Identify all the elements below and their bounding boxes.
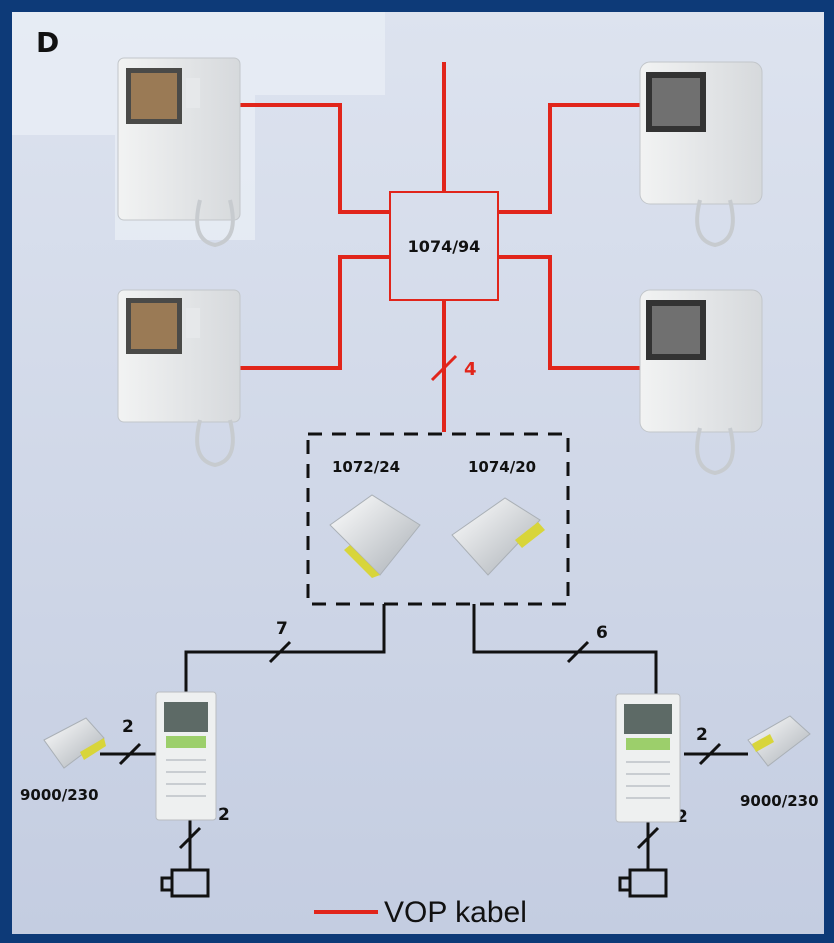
power-supply-a [329,494,421,578]
right-camera-slash [636,826,660,850]
riser-wire-count: 4 [464,359,477,380]
right-camera-wire-count: 2 [676,807,688,827]
bus-cable-right [472,604,658,694]
power-supply-b-label: 1074/20 [468,458,536,476]
riser-slash [430,354,458,382]
monitor-bottom-right [639,289,763,476]
power-supply-b [451,497,545,576]
vop-cable-bottom-right [498,255,640,370]
left-psu-wire-count: 2 [122,717,134,737]
vop-cable-top-left [238,103,390,214]
legend: VOP kabel [314,896,527,929]
left-camera-slash [178,826,202,850]
camera-right [618,868,668,898]
bus-cable-left [184,604,386,692]
left-branch-wire-count: 7 [276,619,288,639]
camera-left [160,868,210,898]
vop-cables [238,62,640,432]
right-branch-wire-count: 6 [596,623,608,643]
monitor-top-left [117,57,241,248]
distributor-label: 1074/94 [408,237,481,256]
psu-left [43,717,106,769]
psu-right [747,715,811,767]
panel-letter: D [36,26,59,59]
right-psu-wire-count: 2 [696,725,708,745]
bus-cables [100,604,748,870]
right-psu-slash [698,742,722,766]
monitor-top-right [639,61,763,248]
legend-label: VOP kabel [384,896,527,929]
power-supply-enclosure [306,432,570,606]
door-panel-right [615,693,681,823]
door-panel-left [155,691,217,821]
left-branch-slash [268,640,292,664]
vop-cable-top-right [498,103,640,214]
distributor-box [389,191,499,301]
psu-left-label: 9000/230 [20,786,99,804]
power-supply-a-label: 1072/24 [332,458,400,476]
monitor-bottom-left [117,289,241,468]
left-camera-wire-count: 2 [218,805,230,825]
left-psu-slash [118,742,142,766]
right-branch-slash [566,640,590,664]
vop-cable-bottom-left [238,255,390,370]
psu-right-label: 9000/230 [740,792,819,810]
